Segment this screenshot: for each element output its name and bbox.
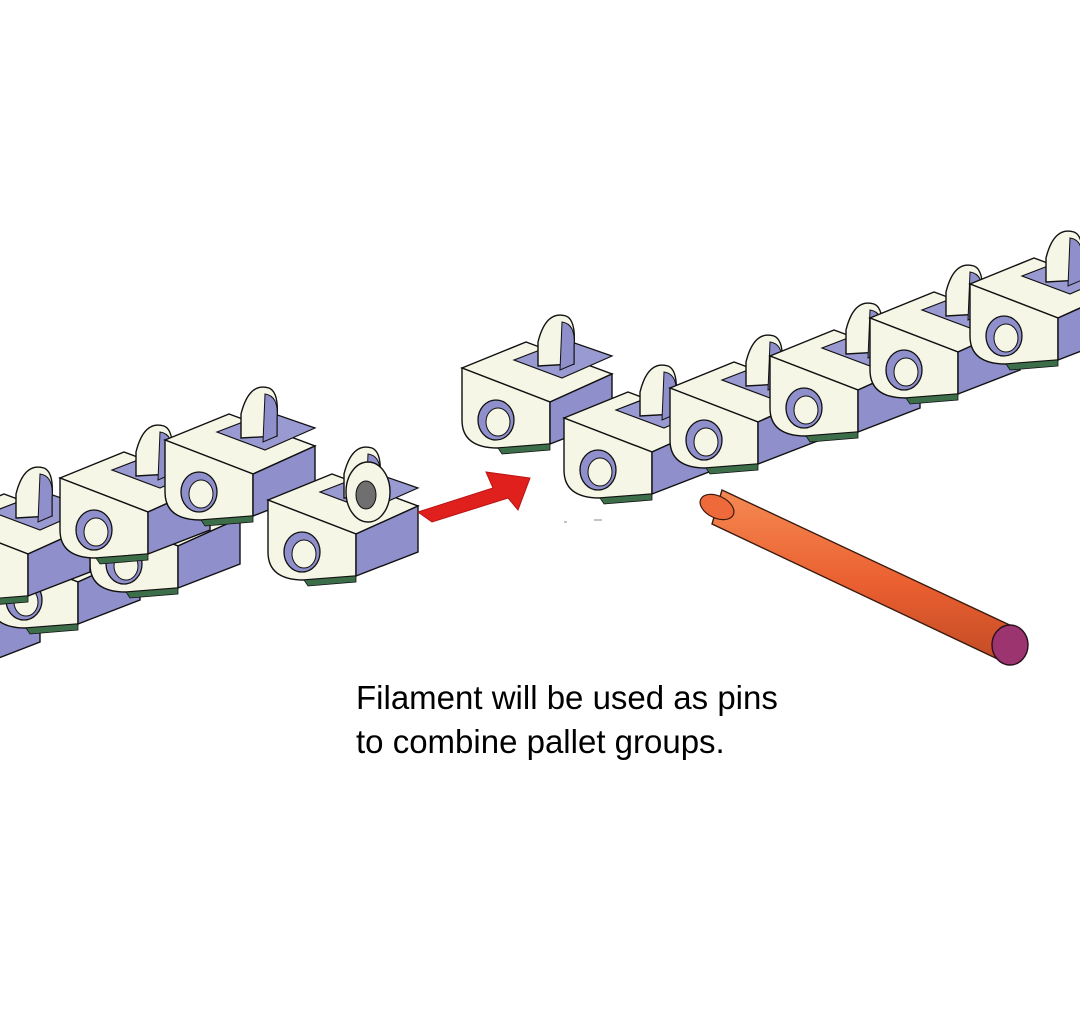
- caption-line-1: Filament will be used as pins: [356, 679, 778, 716]
- caption: Filament will be used as pins to combine…: [356, 676, 956, 764]
- left-chain-segment: [0, 386, 419, 677]
- pallet-link: [969, 230, 1080, 371]
- filament-pin-icon: [699, 489, 1029, 666]
- arrow-right-icon: [416, 471, 531, 523]
- filament-end-face: [991, 624, 1029, 666]
- caption-line-2: to combine pallet groups.: [356, 723, 725, 760]
- right-chain-segment: [461, 230, 1080, 505]
